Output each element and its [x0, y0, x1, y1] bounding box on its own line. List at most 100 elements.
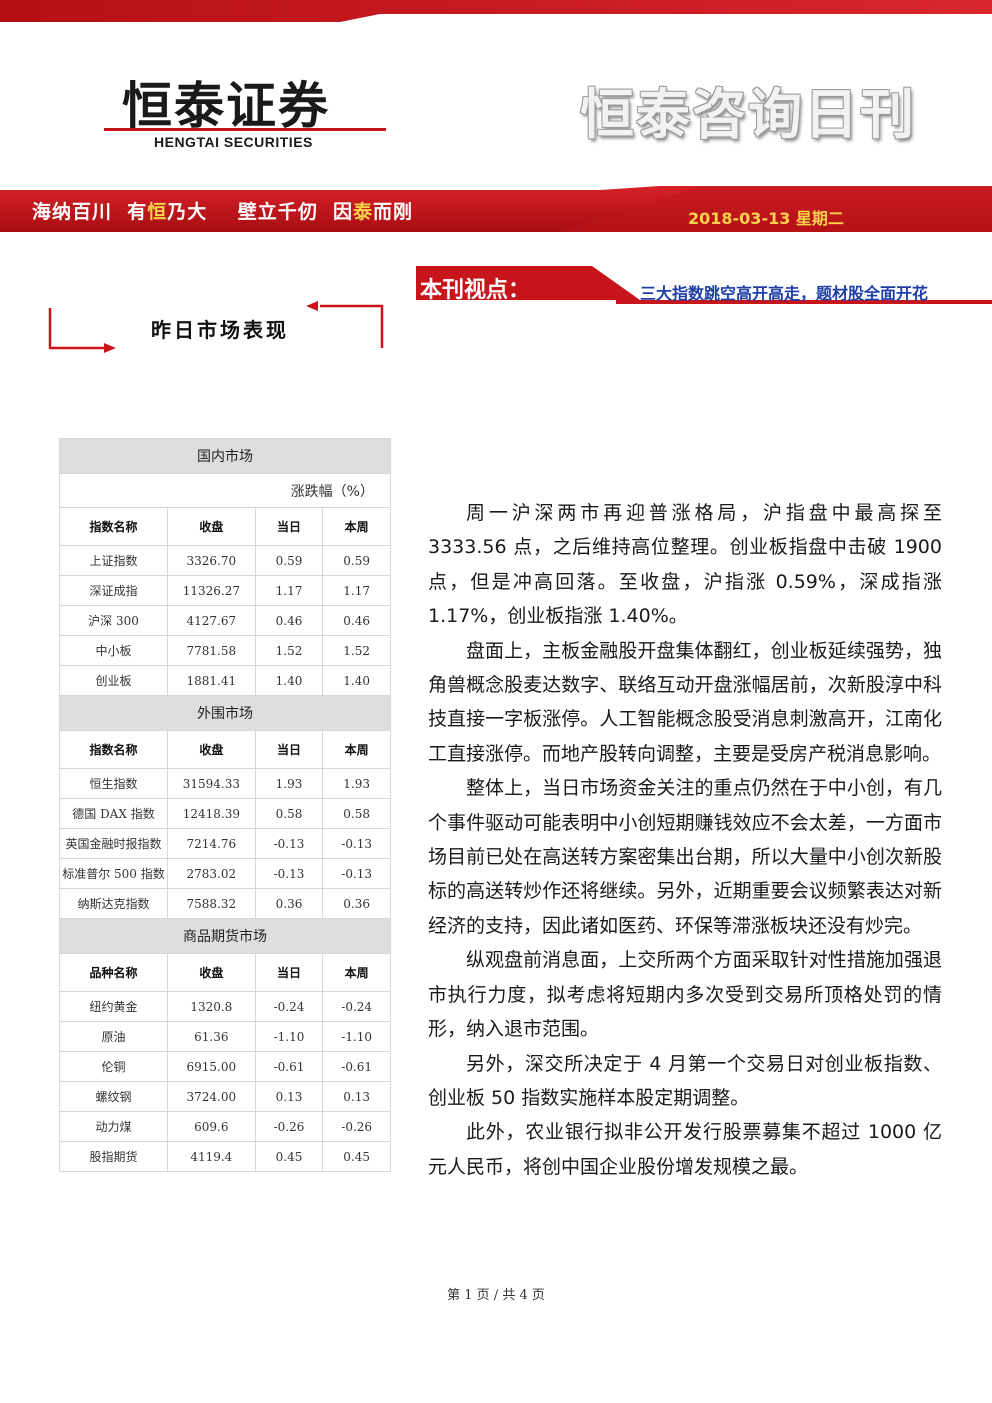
table-cell: 深证成指	[59, 575, 168, 606]
column-header: 指数名称	[59, 507, 168, 546]
table-cell: 12418.39	[166, 798, 256, 829]
article-paragraph: 周一沪深两市再迎普涨格局，沪指盘中最高探至3333.56 点，之后维持高位整理。…	[428, 502, 942, 628]
table-cell: 0.59	[254, 545, 324, 576]
table-cell: 0.46	[322, 605, 391, 636]
table-cell: 标准普尔 500 指数	[59, 858, 168, 889]
table-cell: -0.24	[254, 991, 324, 1022]
table-cell: 7214.76	[166, 828, 256, 859]
table-cell: 0.36	[254, 888, 324, 919]
table-cell: 7588.32	[166, 888, 256, 919]
column-header: 当日	[254, 953, 324, 992]
table-cell: 1.93	[254, 768, 324, 799]
table-cell: 0.58	[254, 798, 324, 829]
table-cell: 动力煤	[59, 1111, 168, 1142]
table-cell: 6915.00	[166, 1051, 256, 1082]
top-red-band	[0, 0, 992, 22]
table-cell: 1.40	[322, 665, 391, 696]
column-header: 本周	[322, 953, 391, 992]
slogan-part: 恒	[147, 201, 168, 223]
article-paragraph: 纵观盘前消息面，上交所两个方面采取针对性措施加强退市执行力度，拟考虑将短期内多次…	[428, 949, 942, 1041]
slogan-part: 海纳百川 有	[32, 201, 148, 223]
table-cell: 11326.27	[166, 575, 256, 606]
table-cell: 3724.00	[166, 1081, 256, 1112]
table-cell: 1320.8	[166, 991, 256, 1022]
table-cell: -0.13	[322, 858, 391, 889]
table-cell: 股指期货	[59, 1141, 168, 1172]
slogan-part: 泰	[352, 201, 373, 223]
table-cell: 纳斯达克指数	[59, 888, 168, 919]
red-banner	[0, 186, 992, 232]
table-cell: 4127.67	[166, 605, 256, 636]
table-cell: -0.61	[322, 1051, 391, 1082]
table-cell: -0.26	[322, 1111, 391, 1142]
table-cell: 螺纹钢	[59, 1081, 168, 1112]
section-title: 昨日市场表现	[151, 318, 289, 342]
column-header: 当日	[254, 507, 324, 546]
table-cell: 英国金融时报指数	[59, 828, 168, 859]
table-cell: 1.40	[254, 665, 324, 696]
article-paragraph: 整体上，当日市场资金关注的重点仍然在于中小创，有几个事件驱动可能表明中小创短期赚…	[428, 777, 942, 937]
table-cell: 中小板	[59, 635, 168, 666]
article-paragraph: 另外，深交所决定于 4 月第一个交易日对创业板指数、创业板 50 指数实施样本股…	[428, 1052, 942, 1109]
table-cell: -1.10	[322, 1021, 391, 1052]
table-cell: -0.13	[254, 858, 324, 889]
column-header: 当日	[254, 730, 324, 769]
viewpoint-banner	[416, 266, 992, 304]
unit-row: 涨跌幅（%）	[59, 473, 391, 508]
slogan-part: 而刚	[372, 201, 413, 223]
table-cell: 1881.41	[166, 665, 256, 696]
column-header: 收盘	[166, 507, 256, 546]
table-cell: 3326.70	[166, 545, 256, 576]
table-cell: 7781.58	[166, 635, 256, 666]
column-header: 收盘	[166, 953, 256, 992]
table-column-headers: 品种名称收盘当日本周	[59, 953, 391, 992]
table-section-header: 商品期货市场	[59, 918, 391, 954]
table-cell: 德国 DAX 指数	[59, 798, 168, 829]
table-column-headers: 指数名称收盘当日本周	[59, 730, 391, 769]
table-cell: 0.13	[322, 1081, 391, 1112]
table-cell: 0.58	[322, 798, 391, 829]
table-cell: 纽约黄金	[59, 991, 168, 1022]
table-cell: 0.45	[322, 1141, 391, 1172]
table-cell: 0.36	[322, 888, 391, 919]
table-column-headers: 指数名称收盘当日本周	[59, 507, 391, 546]
publication-title: 恒泰咨询日刊	[580, 83, 916, 146]
table-cell: 1.52	[322, 635, 391, 666]
section-title-cell: 商品期货市场	[59, 918, 391, 954]
slogan-part: 乃大 壁立千仞 因	[167, 201, 353, 223]
issue-date: 2018-03-13 星期二	[688, 209, 844, 228]
table-cell: 4119.4	[166, 1141, 256, 1172]
table-cell: 0.13	[254, 1081, 324, 1112]
table-cell: 伦铜	[59, 1051, 168, 1082]
table-cell: 1.52	[254, 635, 324, 666]
market-commentary: 周一沪深两市再迎普涨格局，沪指盘中最高探至3333.56 点，之后维持高位整理。…	[428, 496, 942, 1184]
company-logo-english: HENGTAI SECURITIES	[154, 134, 313, 150]
table-cell: 609.6	[166, 1111, 256, 1142]
column-header: 品种名称	[59, 953, 168, 992]
table-cell: -0.26	[254, 1111, 324, 1142]
section-title-cell: 外围市场	[59, 695, 391, 731]
table-cell: 1.17	[322, 575, 391, 606]
table-cell: -0.13	[254, 828, 324, 859]
table-cell: -0.24	[322, 991, 391, 1022]
column-header: 本周	[322, 507, 391, 546]
logo-underline	[104, 128, 386, 131]
table-cell: 恒生指数	[59, 768, 168, 799]
table-section-header: 外围市场	[59, 695, 391, 731]
page-number: 第 1 页 / 共 4 页	[447, 1288, 545, 1303]
table-cell: 1.17	[254, 575, 324, 606]
table-section-header: 国内市场	[59, 438, 391, 474]
section-title-frame	[48, 301, 384, 353]
